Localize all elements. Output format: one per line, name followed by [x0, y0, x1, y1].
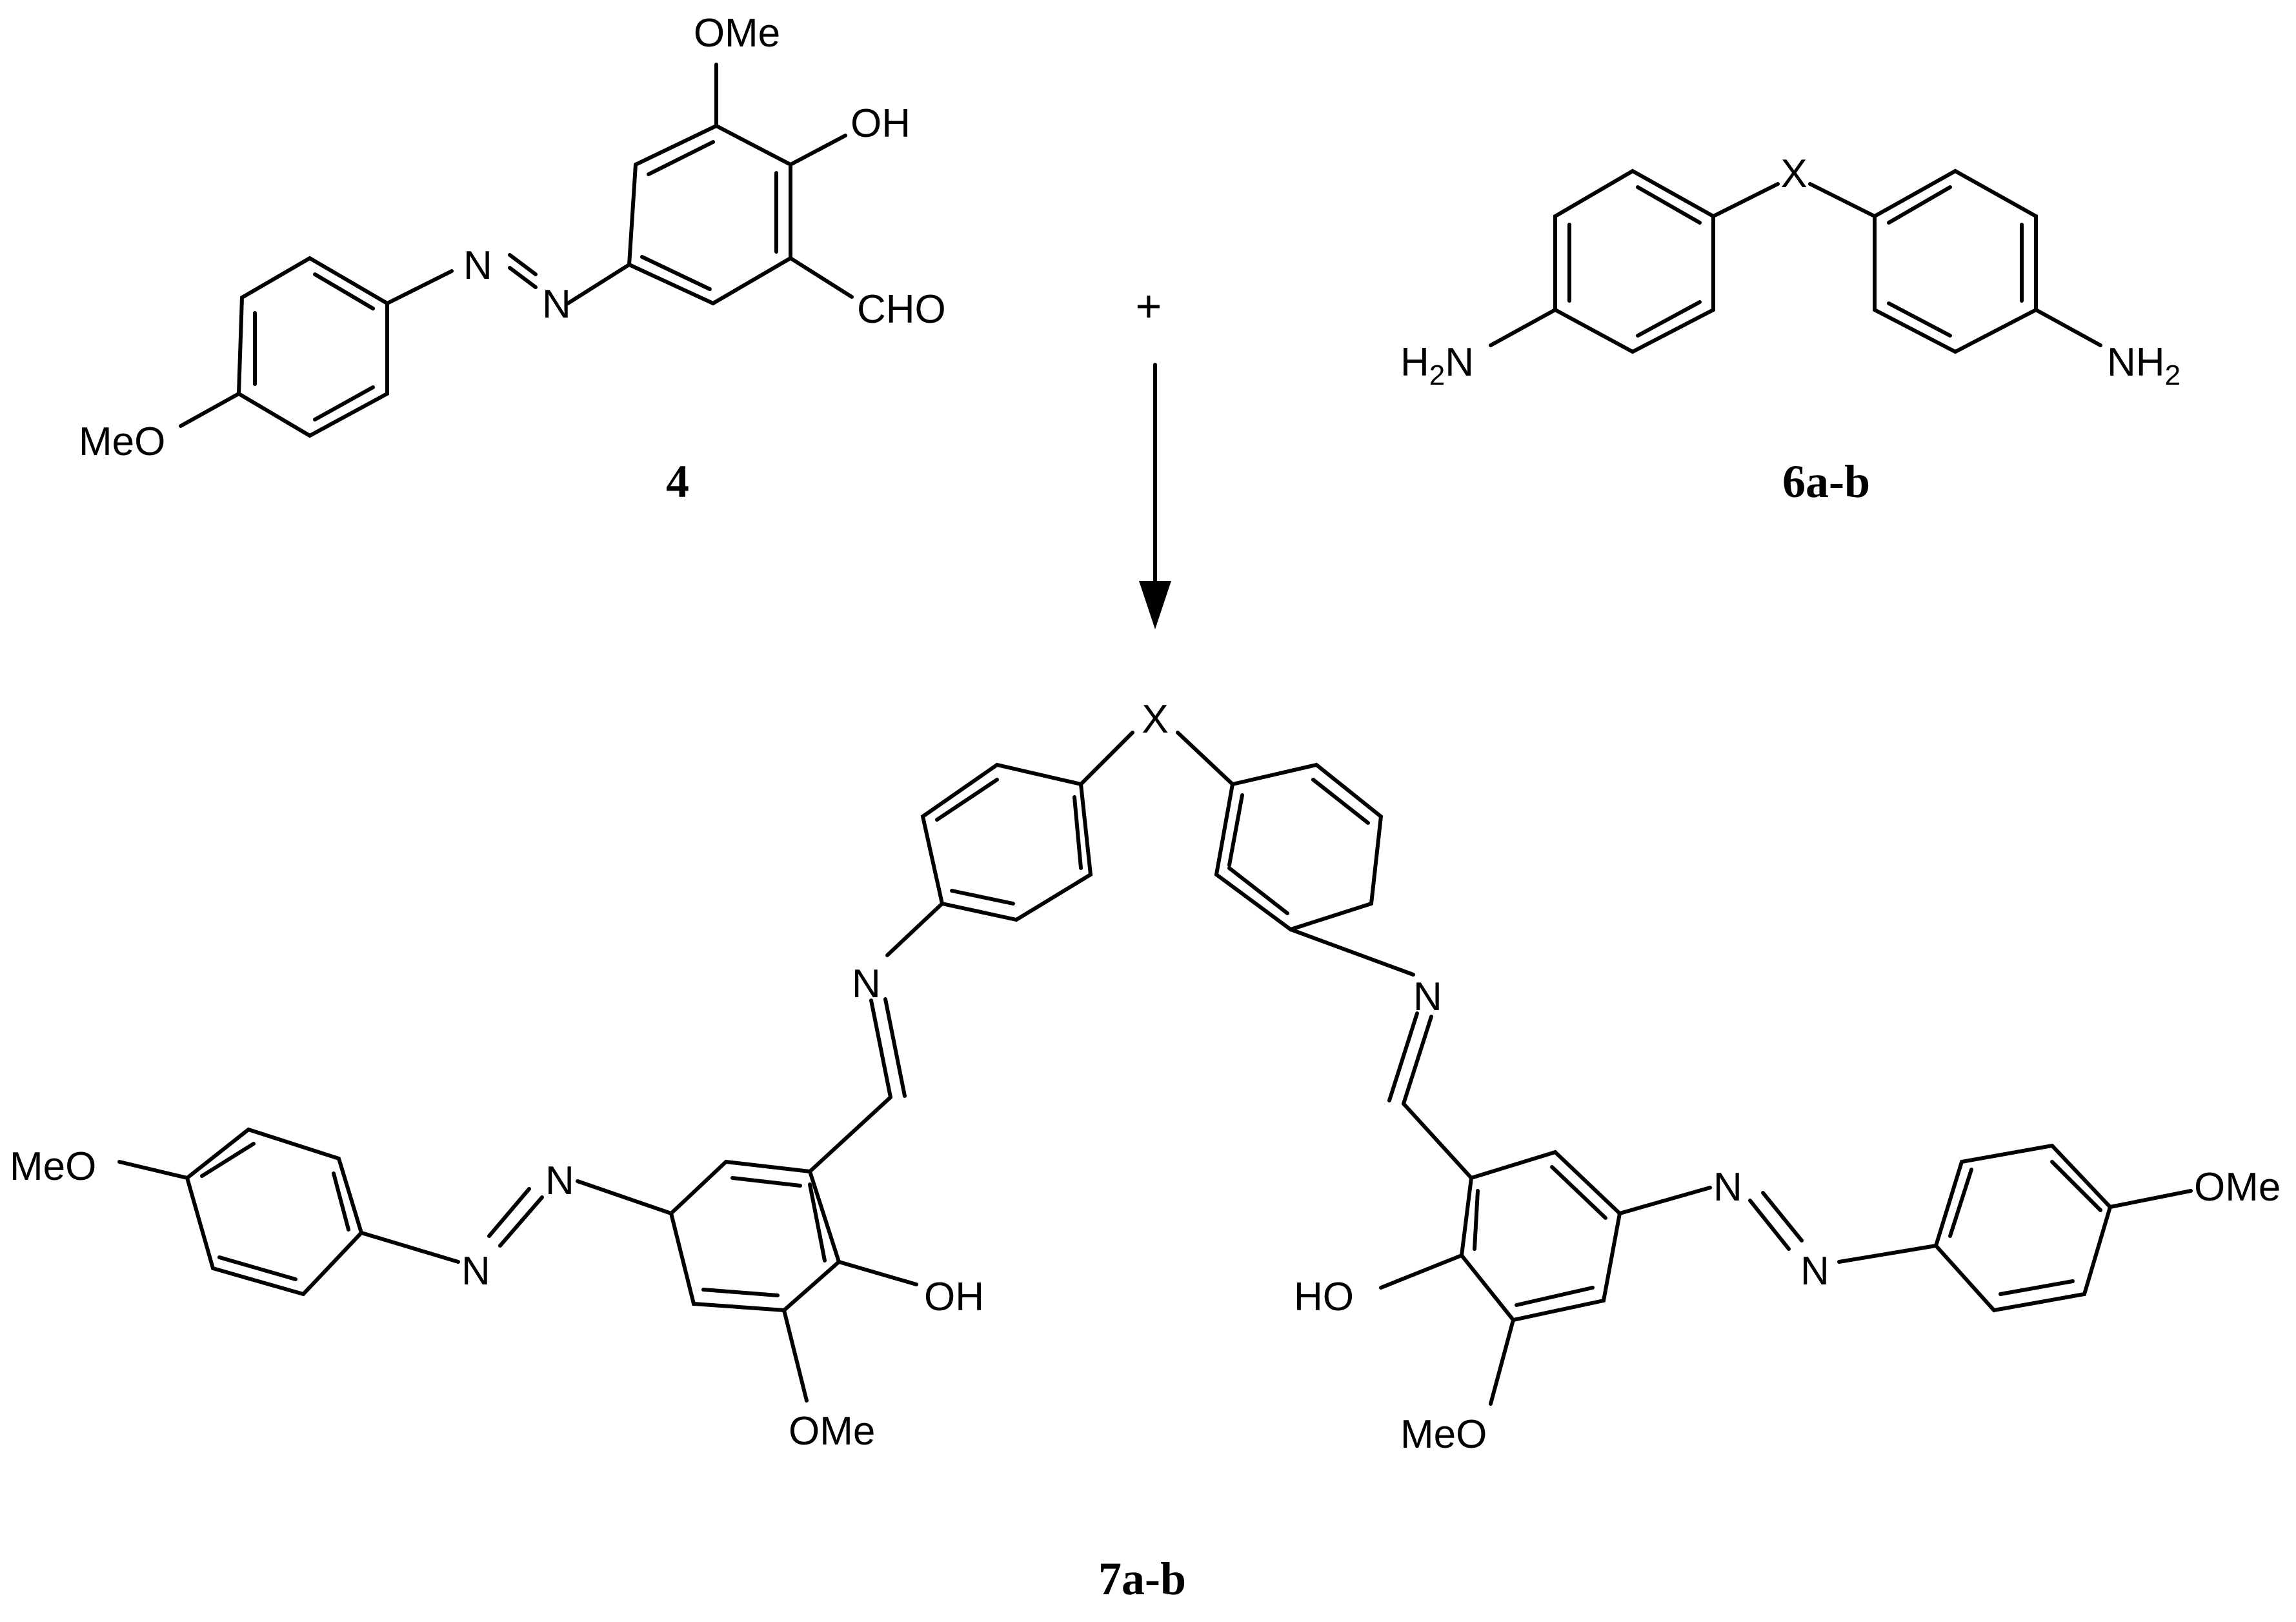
- c6-bridge-x: X: [1780, 152, 1807, 196]
- c7-right-ho: HO: [1294, 1275, 1354, 1319]
- c7-left-ome: OMe: [789, 1409, 875, 1454]
- compound-7-structure: [117, 731, 2193, 1406]
- c7-left-meo: MeO: [10, 1144, 96, 1189]
- c7-left-imine-n: N: [852, 962, 881, 1006]
- compound-6-structure: [1489, 168, 2102, 354]
- c4-azo-n1: N: [463, 243, 492, 288]
- c7-right-azo-n1: N: [1713, 1165, 1742, 1210]
- c4-azo-n2: N: [542, 282, 571, 327]
- plus-sign: +: [1136, 281, 1162, 331]
- c7-left-oh: OH: [924, 1275, 984, 1319]
- c7-bridge-x: X: [1142, 697, 1168, 742]
- c7-left-azo-n2: N: [461, 1249, 490, 1293]
- c4-oh: OH: [851, 101, 911, 146]
- c4-ome-top: OMe: [694, 11, 780, 56]
- compound-label-4: 4: [666, 456, 689, 507]
- c6-amine-left: H2N: [1400, 340, 1474, 391]
- c7-right-azo-n2: N: [1800, 1249, 1829, 1293]
- c7-right-meo-bottom: MeO: [1400, 1412, 1487, 1457]
- c6-amine-right: NH2: [2107, 340, 2180, 391]
- compound-4-structure: [179, 63, 854, 438]
- c4-cho: CHO: [857, 287, 946, 332]
- c7-left-azo-n1: N: [545, 1159, 574, 1203]
- compound-label-6a-b: 6a-b: [1782, 456, 1870, 507]
- c7-right-imine-n: N: [1413, 975, 1442, 1019]
- compound-label-7a-b: 7a-b: [1098, 1553, 1186, 1605]
- arrow-head: [1139, 581, 1171, 629]
- c7-right-ome: OMe: [2194, 1165, 2281, 1210]
- c4-meo: MeO: [79, 420, 165, 464]
